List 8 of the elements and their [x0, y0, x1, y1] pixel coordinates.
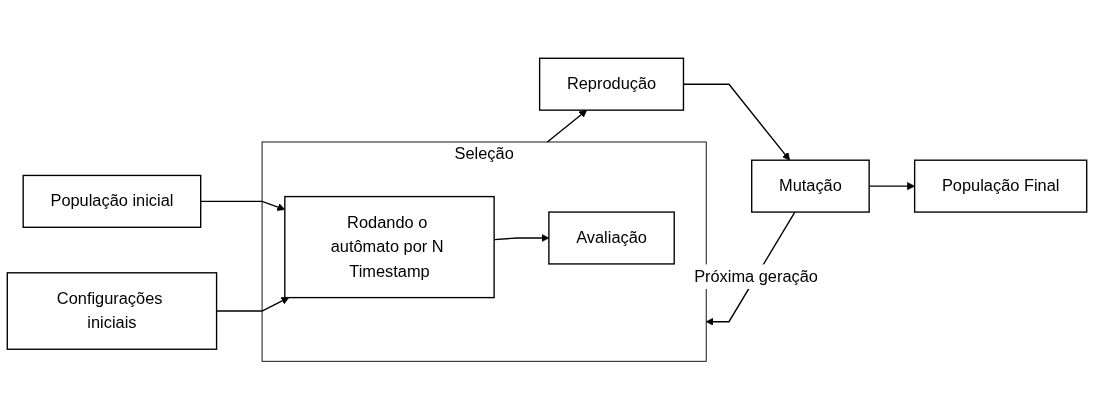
node-box: Rodando o autômato por N Timestamp — [284, 195, 495, 298]
node-box: Reprodução — [538, 57, 685, 111]
node-box: População inicial — [22, 174, 202, 228]
arrow — [546, 109, 588, 143]
node-box: Avaliação — [548, 211, 675, 265]
node-box: Mutação — [751, 159, 870, 213]
node-box: População Final — [913, 159, 1088, 213]
node-box: Configurações iniciais — [6, 271, 218, 350]
